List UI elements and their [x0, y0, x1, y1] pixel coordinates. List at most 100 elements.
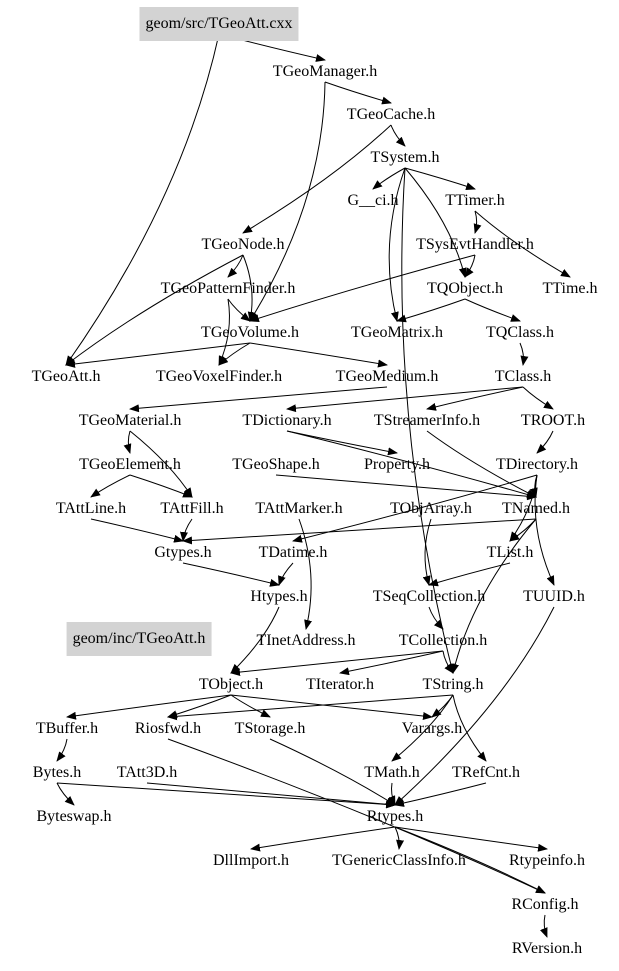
node-tqobject-h[interactable]: TQObject.h — [427, 280, 503, 297]
edge-tgeonode-h-to-tgeoatt-h — [65, 254, 244, 366]
edge-tgeovolume-h-to-tgeoatt-h — [65, 342, 251, 368]
node-tinetaddress-h[interactable]: TInetAddress.h — [256, 632, 356, 649]
node-tstorage-h[interactable]: TStorage.h — [234, 720, 306, 737]
edge-rtypes-h-to-dllimport-h — [250, 826, 396, 852]
node-htypes-h[interactable]: Htypes.h — [250, 588, 308, 605]
edge-riosfwd-h-to-rconfig-h — [167, 738, 546, 894]
node-tatt3d-h[interactable]: TAtt3D.h — [116, 764, 178, 781]
edge-tqobject-h-to-tqclass-h — [464, 298, 521, 322]
edge-tcollection-h-to-tstring-h — [442, 650, 454, 674]
edge-tuuid-h-to-rtypes-h — [394, 606, 555, 806]
node-ttimer-h[interactable]: TTimer.h — [445, 192, 505, 209]
node-tsystem-h[interactable]: TSystem.h — [370, 149, 440, 166]
edge-tattmarker-h-to-tinetaddress-h — [298, 518, 312, 630]
node-tqclass-h[interactable]: TQClass.h — [486, 324, 554, 341]
node-geom-src-tgeoatt-cxx[interactable]: geom/src/TGeoAtt.cxx — [139, 7, 299, 41]
edge-tqobject-h-to-tgeomatrix-h — [396, 298, 466, 323]
edge-tclass-h-to-troot-h — [522, 386, 554, 410]
edge-tsystem-h-to-tgeomatrix-h — [388, 167, 406, 322]
edge-tnamed-h-to-tlist-h — [509, 518, 537, 542]
node-tuuid-h[interactable]: TUUID.h — [523, 588, 585, 605]
node-tnamed-h[interactable]: TNamed.h — [502, 500, 570, 517]
node-rconfig-h[interactable]: RConfig.h — [511, 896, 579, 913]
node-tattmarker-h[interactable]: TAttMarker.h — [255, 500, 343, 517]
node-property-h[interactable]: Property.h — [363, 456, 431, 473]
edge-tdirectory-h-to-tdatime-h — [292, 474, 538, 543]
edge-tgeomedium-h-to-tgeomaterial-h — [129, 386, 388, 413]
edge-tseqcollection-h-to-tcollection-h — [428, 606, 444, 630]
node-trefcnt-h[interactable]: TRefCnt.h — [452, 764, 520, 781]
node-tdirectory-h[interactable]: TDirectory.h — [495, 456, 579, 473]
edge-rtypes-h-to-tgenericclassinfo-h — [394, 826, 405, 850]
node-tgeomanager-h[interactable]: TGeoManager.h — [272, 63, 378, 80]
node-tlist-h[interactable]: TList.h — [486, 544, 534, 561]
node-troot-h[interactable]: TROOT.h — [520, 412, 586, 429]
node-tobjarray-h[interactable]: TObjArray.h — [390, 500, 472, 517]
node-geom-inc-tgeoatt-h[interactable]: geom/inc/TGeoAtt.h — [66, 622, 212, 656]
node-titerator-h[interactable]: TIterator.h — [306, 676, 374, 693]
edge-rconfig-h-to-rversion-h — [539, 914, 548, 938]
node-rtypes-h[interactable]: Rtypes.h — [366, 808, 424, 825]
edge-tgeonode-h-to-tgeovolume-h — [242, 254, 256, 322]
node-tgeonode-h[interactable]: TGeoNode.h — [201, 236, 285, 253]
node-tstreamerinfo-h[interactable]: TStreamerInfo.h — [373, 412, 481, 429]
edge-tgeonode-h-to-tgeopatternfinder-h — [227, 254, 244, 278]
node-tseqcollection-h[interactable]: TSeqCollection.h — [372, 588, 486, 605]
node-varargs-h[interactable]: Varargs.h — [401, 720, 463, 737]
node-tdictionary-h[interactable]: TDictionary.h — [242, 412, 332, 429]
node-tgeopatternfinder-h[interactable]: TGeoPatternFinder.h — [160, 280, 296, 297]
edge-tobjarray-h-to-tseqcollection-h — [422, 518, 432, 586]
node-tattfill-h[interactable]: TAttFill.h — [160, 500, 224, 517]
edge-ttimer-h-to-tsysevthandler-h — [473, 210, 482, 234]
node-tgeovoxelfinder-h[interactable]: TGeoVoxelFinder.h — [155, 368, 283, 385]
node-ttime-h[interactable]: TTime.h — [542, 280, 598, 297]
node-tsysevthandler-h[interactable]: TSysEvtHandler.h — [416, 236, 534, 253]
node-tgeoatt-h[interactable]: TGeoAtt.h — [31, 368, 101, 385]
edge-tnamed-h-to-tstring-h — [451, 518, 537, 674]
node-tmath-h[interactable]: TMath.h — [364, 764, 420, 781]
edge-tlist-h-to-tseqcollection-h — [428, 562, 511, 587]
node-tgeocache-h[interactable]: TGeoCache.h — [346, 106, 436, 123]
node-g-ci-h[interactable]: G__ci.h — [347, 192, 399, 209]
edge-bytes-h-to-byteswap-h — [56, 782, 75, 806]
node-gtypes-h[interactable]: Gtypes.h — [154, 544, 212, 561]
node-tclass-h[interactable]: TClass.h — [494, 368, 552, 385]
node-tdatime-h[interactable]: TDatime.h — [258, 544, 328, 561]
node-riosfwd-h[interactable]: Riosfwd.h — [134, 720, 202, 737]
edge-trefcnt-h-to-rtypes-h — [394, 782, 487, 807]
node-tgeoshape-h[interactable]: TGeoShape.h — [232, 456, 320, 473]
node-rversion-h[interactable]: RVersion.h — [511, 940, 583, 957]
node-tgeomatrix-h[interactable]: TGeoMatrix.h — [351, 324, 443, 341]
edge-rtypes-h-to-rtypeinfo-h — [394, 826, 548, 852]
edge-tgeocache-h-to-tgeonode-h — [242, 124, 392, 234]
node-tattline-h[interactable]: TAttLine.h — [55, 500, 127, 517]
edge-tgeoelement-h-to-tattline-h — [90, 474, 131, 498]
edge-tclass-h-to-tdictionary-h — [286, 386, 524, 413]
edge-tclass-h-to-tstreamerinfo-h — [426, 386, 524, 411]
node-tgeovolume-h[interactable]: TGeoVolume.h — [201, 324, 299, 341]
node-tobject-h[interactable]: TObject.h — [198, 676, 264, 693]
edge-tbuffer-h-to-bytes-h — [56, 738, 68, 762]
edge-tobject-h-to-tbuffer-h — [66, 694, 232, 720]
edge-tsystem-h-to-tstring-h — [401, 167, 455, 674]
edge-tgeomanager-h-to-tgeocache-h — [324, 81, 392, 105]
node-bytes-h[interactable]: Bytes.h — [32, 764, 82, 781]
edge-tgeomaterial-h-to-tgeoelement-h — [123, 430, 132, 454]
node-tcollection-h[interactable]: TCollection.h — [398, 632, 488, 649]
node-tgeomaterial-h[interactable]: TGeoMaterial.h — [78, 412, 182, 429]
edge-tsystem-h-to-ttimer-h — [404, 167, 476, 190]
edge-geom-src-tgeoatt-cxx-to-tgeoatt-h — [65, 33, 220, 366]
node-rtypeinfo-h[interactable]: Rtypeinfo.h — [509, 852, 585, 869]
edge-tcollection-h-to-titerator-h — [339, 650, 444, 676]
node-dllimport-h[interactable]: DllImport.h — [213, 852, 289, 869]
node-tgenericclassinfo-h[interactable]: TGenericClassInfo.h — [332, 852, 466, 869]
node-byteswap-h[interactable]: Byteswap.h — [36, 808, 112, 825]
node-tstring-h[interactable]: TString.h — [422, 676, 484, 693]
node-tgeoelement-h[interactable]: TGeoElement.h — [79, 456, 181, 473]
node-tbuffer-h[interactable]: TBuffer.h — [35, 720, 99, 737]
edge-tdatime-h-to-htypes-h — [278, 562, 294, 586]
edge-tdictionary-h-to-tnamed-h — [286, 430, 537, 499]
edge-tgeocache-h-to-tsystem-h — [390, 124, 406, 147]
edge-tobject-h-to-varargs-h — [230, 694, 433, 720]
node-tgeomedium-h[interactable]: TGeoMedium.h — [335, 368, 439, 385]
